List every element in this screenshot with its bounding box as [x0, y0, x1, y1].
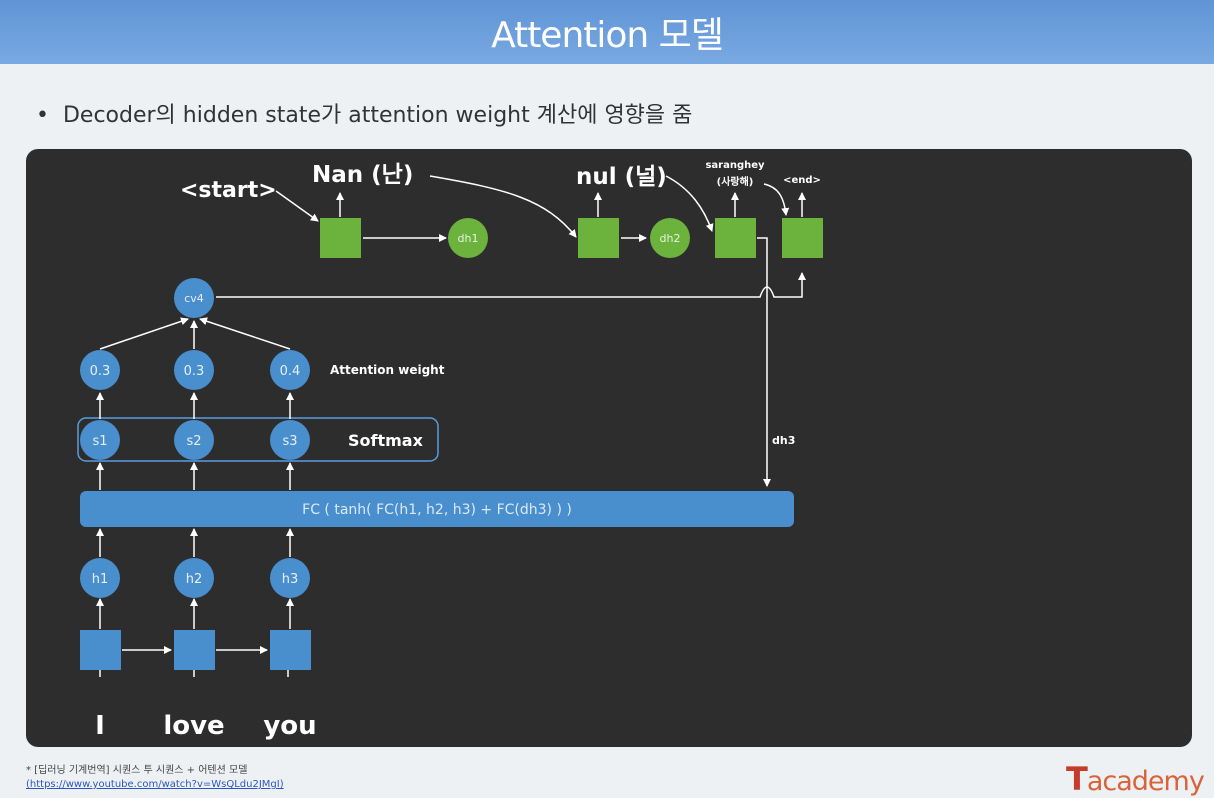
attention-weight-value: 0.3	[184, 364, 205, 379]
decoder-output-label: Nan (난)	[312, 162, 413, 188]
feedback-arrow	[429, 175, 577, 238]
bullet-point: • Decoder의 hidden state가 attention weight…	[36, 97, 692, 129]
decoder-hidden-node	[650, 218, 690, 258]
footnote-link[interactable]: (https://www.youtube.com/watch?v=WsQLdu2…	[26, 779, 284, 790]
bullet-text: Decoder의 hidden state가 attention weight …	[62, 103, 693, 128]
context-to-decoder-arrow	[216, 272, 806, 298]
input-word: you	[263, 711, 316, 741]
decoder-hidden-label: dh3	[772, 434, 795, 447]
tacademy-logo: Tacademy	[1066, 760, 1205, 798]
encoder-hidden-node	[80, 558, 120, 598]
encoder-hidden-label: h1	[92, 572, 109, 587]
arrow	[99, 317, 189, 350]
bullet-dot-icon: •	[36, 103, 49, 128]
score-label: s3	[282, 434, 297, 449]
score-label: s2	[186, 434, 201, 449]
context-vector-node	[174, 278, 214, 318]
fc-formula: FC ( tanh( FC(h1, h2, h3) + FC(dh3) ) )	[302, 502, 572, 518]
encoder-hidden-label: h2	[186, 572, 203, 587]
encoder-hidden-node	[270, 558, 310, 598]
score-label: s1	[92, 434, 107, 449]
softmax-frame	[77, 417, 439, 462]
footnote: * [딥러닝 기계번역] 시퀀스 투 시퀀스 + 어텐션 모델 (https:/…	[26, 764, 284, 792]
context-vector-label: cv4	[184, 292, 204, 305]
score-node	[174, 420, 214, 460]
attention-weight-node	[80, 350, 120, 390]
encoder-cell	[80, 630, 121, 670]
decoder-cell	[578, 218, 619, 258]
decoder-hidden-label: dh1	[458, 232, 479, 245]
decoder-cell	[782, 218, 823, 258]
decoder-hidden-label: dh2	[660, 232, 681, 245]
softmax-label: Softmax	[348, 431, 424, 450]
slide-title: Attention 모델	[491, 15, 724, 56]
attention-weight-value: 0.4	[280, 364, 301, 379]
feedback-arrow	[665, 175, 714, 232]
title-bar: Attention 모델	[0, 0, 1214, 64]
logo-t: T	[1066, 760, 1088, 798]
score-node	[80, 420, 120, 460]
logo-rest: academy	[1086, 766, 1205, 797]
attention-weight-node	[270, 350, 310, 390]
start-token: <start>	[180, 178, 277, 203]
diagram-panel: h1 h2 h3 FC ( tanh( FC(h1, h2, h3) + FC(…	[26, 149, 1192, 747]
arrow	[199, 317, 291, 350]
decoder-output-label: (사랑해)	[717, 175, 754, 188]
fc-layer-bar	[80, 491, 794, 527]
feedback-arrow	[763, 183, 790, 216]
score-node	[270, 420, 310, 460]
decoder-hidden-node	[448, 218, 488, 258]
input-word: I	[95, 711, 105, 741]
decoder-output-label: saranghey	[705, 160, 765, 171]
encoder-cell	[174, 630, 215, 670]
attention-weight-value: 0.3	[90, 364, 111, 379]
decoder-output-label: nul (널)	[576, 164, 667, 190]
footnote-text: * [딥러닝 기계번역] 시퀀스 투 시퀀스 + 어텐션 모델	[26, 765, 248, 776]
attention-weight-label: Attention weight	[330, 363, 445, 377]
input-word: love	[163, 711, 224, 741]
encoder-cell	[270, 630, 311, 670]
encoder-hidden-label: h3	[282, 572, 299, 587]
decoder-cell	[715, 218, 756, 258]
attention-weight-node	[174, 350, 214, 390]
decoder-cell	[320, 218, 361, 258]
decoder-hidden-arrow	[757, 237, 771, 487]
end-token: <end>	[783, 175, 821, 186]
attention-diagram: h1 h2 h3 FC ( tanh( FC(h1, h2, h3) + FC(…	[77, 160, 823, 741]
arrow	[275, 190, 319, 222]
encoder-hidden-node	[174, 558, 214, 598]
